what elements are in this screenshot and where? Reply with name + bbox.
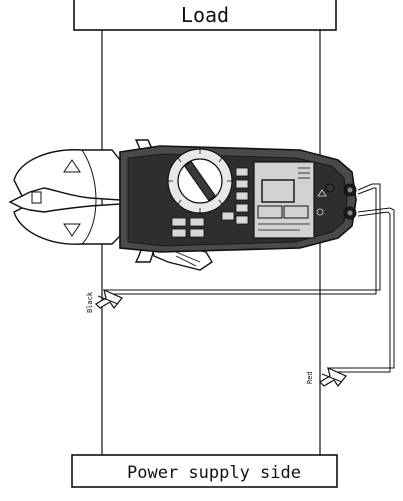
- rotary-dial-icon: [167, 148, 233, 214]
- power-supply-label: Power supply side: [127, 463, 301, 483]
- red-probe-label: Red: [306, 371, 314, 384]
- load-label: Load: [181, 3, 229, 27]
- black-probe-label: Black: [86, 291, 94, 313]
- clamp-meter-icon: [8, 139, 357, 271]
- input-jacks: [316, 183, 357, 220]
- function-buttons: [171, 167, 249, 238]
- probe-clip-icon-red: [319, 366, 347, 388]
- black-lead-wire: [104, 183, 381, 295]
- lcd-display: [253, 161, 315, 239]
- red-lead-wire: [328, 207, 395, 373]
- load-box: Load: [73, 0, 337, 31]
- power-supply-box: Power supply side: [71, 454, 338, 488]
- clamp-jaw-upper: [13, 149, 121, 201]
- probe-clip-icon: [95, 288, 123, 310]
